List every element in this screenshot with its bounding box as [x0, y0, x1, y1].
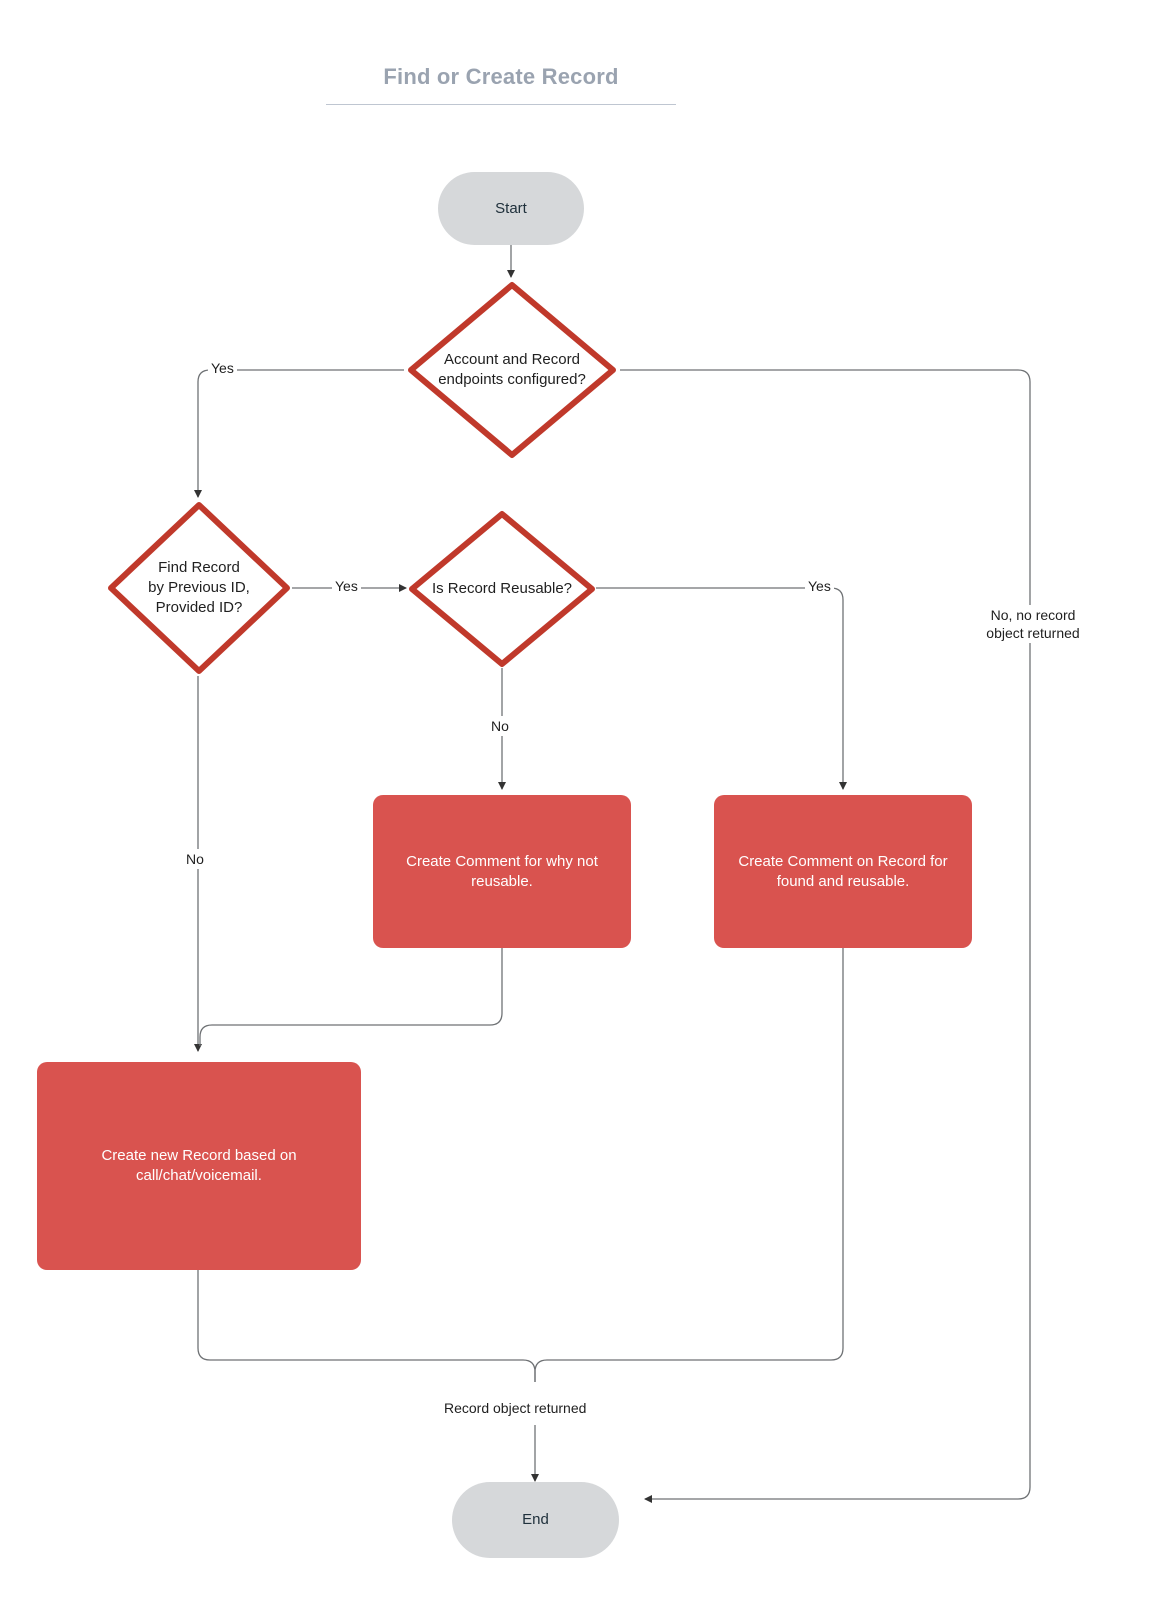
diamond-shape: [408, 282, 616, 458]
edge-label-reusable-yes: Yes: [805, 576, 834, 597]
node-create-new-record-label: Create new Record based on call/chat/voi…: [101, 1147, 297, 1184]
node-reusable-decision[interactable]: Is Record Reusable?: [406, 508, 598, 670]
edge-create-new-to-merge: [197, 1270, 536, 1382]
node-end-label: End: [522, 1511, 549, 1529]
edge-label-find-yes: Yes: [332, 576, 361, 597]
node-endpoints-decision[interactable]: Account and Record endpoints configured?: [404, 278, 620, 462]
edge-label-record-returned: Record object returned: [441, 1398, 590, 1419]
edge-label-find-no: No: [183, 849, 207, 870]
title-underline: [326, 104, 676, 105]
diamond-shape: [409, 511, 595, 667]
edge-label-endpoints-no: No, no record object returned: [955, 605, 1111, 644]
edge-endpoints-yes: [194, 369, 404, 498]
page-title: Find or Create Record: [383, 64, 619, 89]
diamond-shape: [108, 502, 290, 674]
node-comment-found-label: Create Comment on Record for found and r…: [738, 852, 948, 890]
node-comment-why-not[interactable]: Create Comment for why not reusable.: [373, 795, 631, 948]
edge-endpoints-no: [620, 369, 1031, 1503]
edge-label-reusable-no: No: [488, 716, 512, 737]
node-create-new-record[interactable]: Create new Record based on call/chat/voi…: [37, 1062, 361, 1270]
node-comment-found[interactable]: Create Comment on Record for found and r…: [714, 795, 972, 948]
node-find-record-decision[interactable]: Find Record by Previous ID, Provided ID?: [104, 498, 294, 678]
edge-comment-why-not-to-create-new: [199, 948, 503, 1046]
node-comment-why-not-label: Create Comment for why not reusable.: [406, 852, 598, 890]
node-end[interactable]: End: [452, 1482, 619, 1558]
edge-label-endpoints-yes: Yes: [208, 358, 237, 379]
edge-comment-found-to-merge: [534, 948, 844, 1382]
edge-reusable-yes: [596, 587, 847, 790]
node-start-label: Start: [495, 199, 527, 217]
node-start[interactable]: Start: [438, 172, 584, 245]
